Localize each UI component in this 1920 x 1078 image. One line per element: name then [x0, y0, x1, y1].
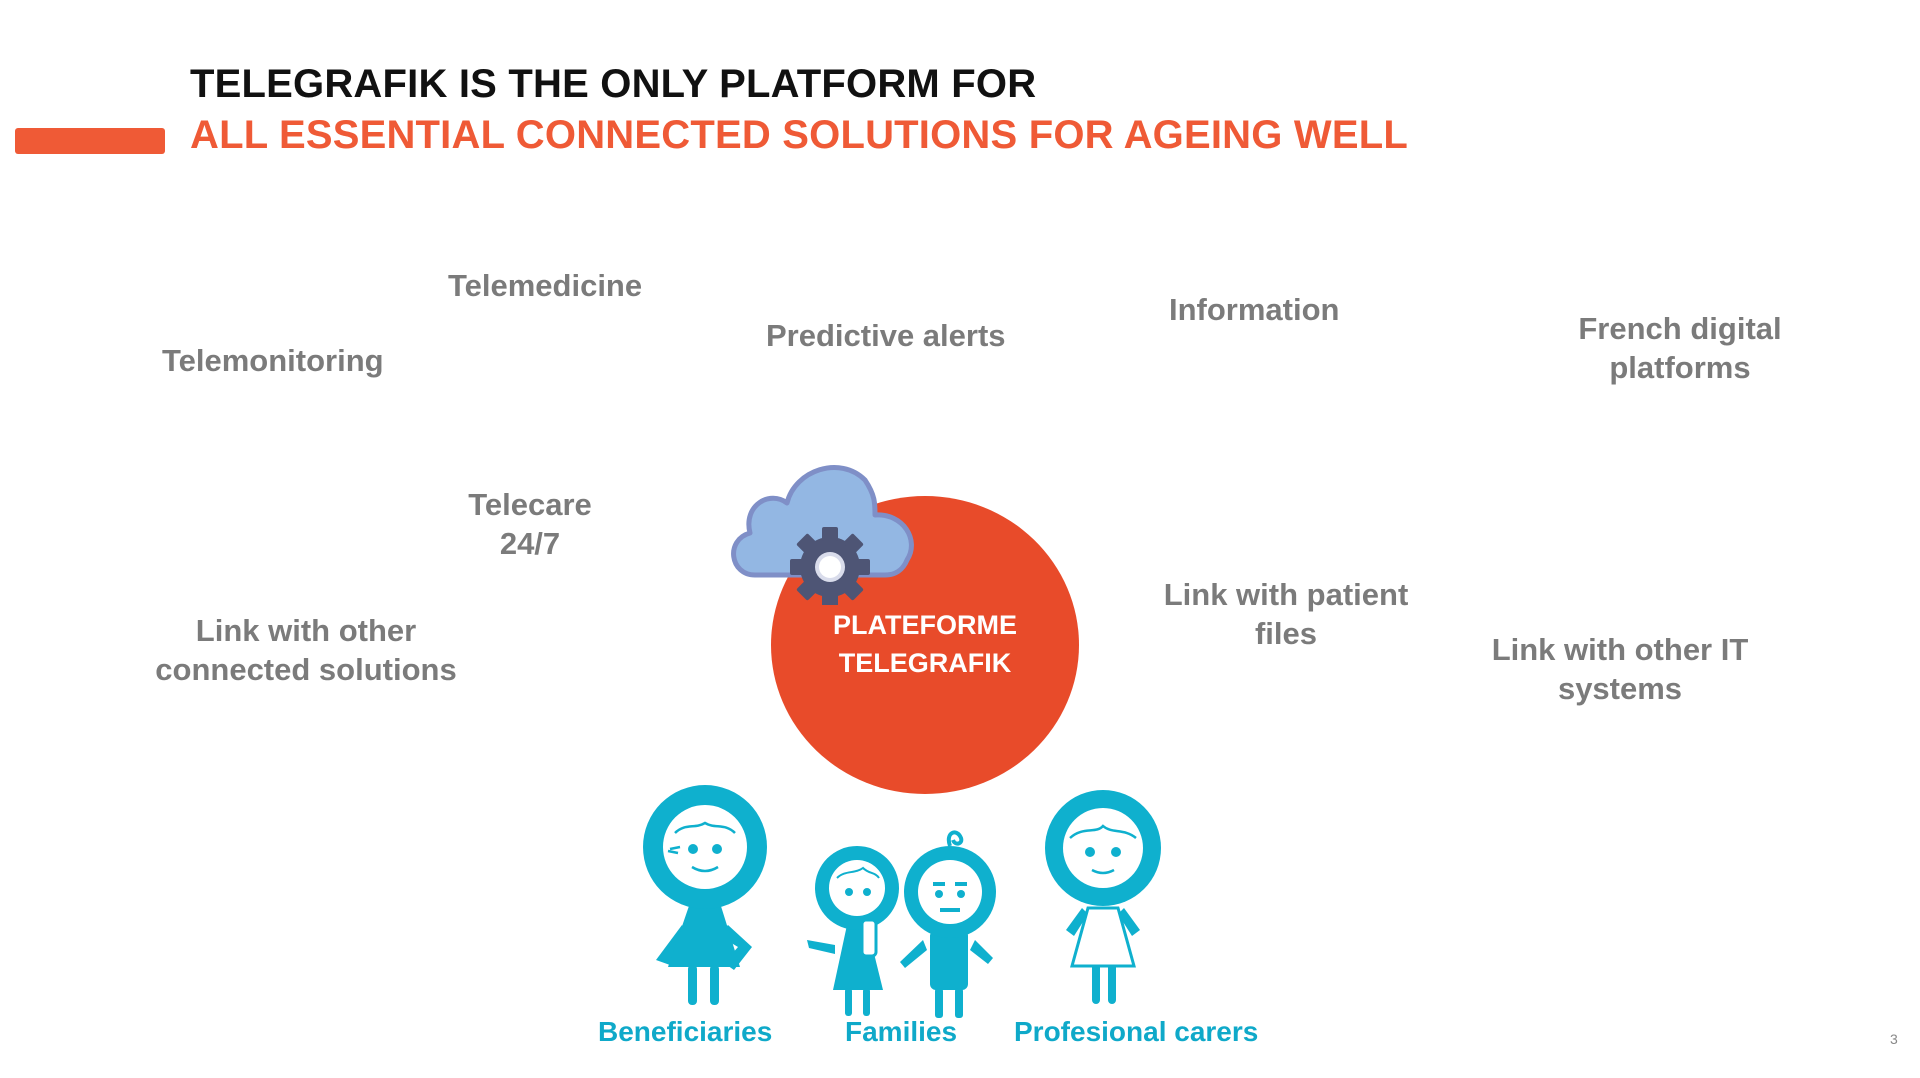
topic-telecare: Telecare 24/7: [445, 485, 615, 563]
topic-link-it-systems-line2: systems: [1480, 669, 1760, 708]
topic-telemonitoring: Telemonitoring: [162, 341, 384, 380]
topic-link-it-systems-line1: Link with other IT: [1480, 630, 1760, 669]
topic-telecare-line1: Telecare: [445, 485, 615, 524]
family-figures: [805, 830, 1005, 1020]
topic-french-digital-platforms-line1: French digital: [1560, 309, 1800, 348]
platform-hub-label-line1: PLATEFORME: [771, 606, 1079, 644]
topic-link-connected-solutions-line2: connected solutions: [150, 650, 462, 689]
topic-link-patient-files: Link with patient files: [1152, 575, 1420, 653]
topic-link-connected-solutions: Link with other connected solutions: [150, 611, 462, 689]
topic-link-it-systems: Link with other IT systems: [1480, 630, 1760, 708]
cloud-icon: [725, 445, 925, 605]
beneficiary-figure: [630, 785, 780, 1010]
group-label-families: Families: [845, 1016, 957, 1048]
platform-hub-label-line2: TELEGRAFIK: [771, 644, 1079, 682]
topic-predictive-alerts: Predictive alerts: [766, 316, 1006, 355]
group-label-beneficiaries: Beneficiaries: [598, 1016, 772, 1048]
accent-bar: [15, 128, 165, 154]
topic-link-connected-solutions-line1: Link with other: [150, 611, 462, 650]
gear-icon: [790, 527, 870, 605]
group-label-carers: Profesional carers: [1014, 1016, 1258, 1048]
topic-link-patient-files-line2: files: [1152, 614, 1420, 653]
platform-hub-label: PLATEFORME TELEGRAFIK: [771, 606, 1079, 682]
topic-telemedicine: Telemedicine: [448, 266, 642, 305]
page-title-line2: ALL ESSENTIAL CONNECTED SOLUTIONS FOR AG…: [190, 113, 1408, 158]
page-number: 3: [1890, 1031, 1898, 1047]
topic-french-digital-platforms-line2: platforms: [1560, 348, 1800, 387]
topic-information: Information: [1169, 290, 1340, 329]
topic-telecare-line2: 24/7: [445, 524, 615, 563]
page-title-line1: TELEGRAFIK IS THE ONLY PLATFORM FOR: [190, 62, 1036, 107]
carer-figure: [1038, 790, 1168, 1010]
topic-link-patient-files-line1: Link with patient: [1152, 575, 1420, 614]
topic-french-digital-platforms: French digital platforms: [1560, 309, 1800, 387]
